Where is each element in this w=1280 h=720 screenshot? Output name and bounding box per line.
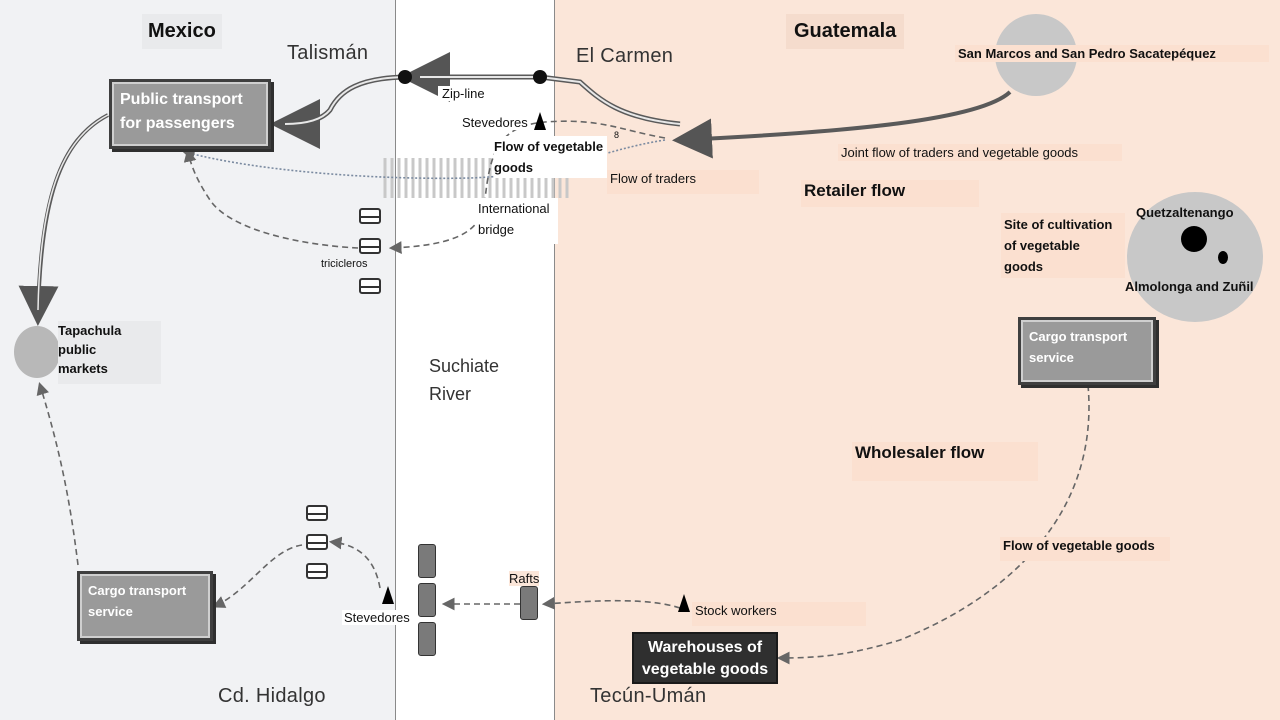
- zip-line-curve-gt: [539, 74, 681, 127]
- triciclero-icon: [359, 208, 381, 224]
- raft-icon: [520, 586, 538, 620]
- suchiate-river-label: Suchiate River: [429, 356, 500, 404]
- tricicleros-to-cargo-mx-arrow: [212, 544, 303, 608]
- stockworkers-to-rafts-arrow: [541, 596, 681, 610]
- triciclero-icon: [306, 505, 328, 521]
- raft-icon: [418, 622, 436, 656]
- tricicleros-to-transport-arrow: [183, 148, 359, 249]
- stevedores-to-tricicleros-bottom-arrow: [328, 536, 381, 589]
- tricicleros-label: tricicleros: [321, 258, 368, 270]
- retailer-flow-label: Retailer flow: [801, 180, 979, 207]
- zip-line-node-mx: [398, 70, 412, 84]
- triciclero-icon: [306, 563, 328, 579]
- public-transport-box: Public transport for passengers: [109, 79, 271, 149]
- rafts-label: Rafts: [509, 571, 540, 586]
- zip-line-curve-mx: [270, 74, 406, 149]
- flow-vegetable-bottom-label: Flow of vegetable goods: [1000, 537, 1170, 561]
- cd-hidalgo-label: Cd. Hidalgo: [218, 685, 326, 707]
- flow-vegetable-top-label: Flow of vegetable goods: [494, 136, 608, 178]
- stock-workers-label: Stock workers: [692, 602, 866, 626]
- stevedore-bottom-marker: [382, 586, 394, 604]
- cargo-transport-box-mx: Cargo transport service: [77, 571, 213, 641]
- warehouses-box: Warehouses of vegetable goods: [632, 632, 778, 684]
- san-marcos-label: San Marcos and San Pedro Sacatepéquez: [955, 45, 1269, 62]
- triciclero-icon: [306, 534, 328, 550]
- tapachula-circle: [14, 326, 60, 378]
- triciclero-icon: [359, 278, 381, 294]
- quetzaltenango-label: Quetzaltenango: [1136, 205, 1234, 220]
- mexico-label: Mexico: [142, 14, 222, 49]
- triciclero-icon: [359, 238, 381, 254]
- zip-line-node-gt: [533, 70, 547, 84]
- raft-icon: [418, 583, 436, 617]
- cargo-to-warehouse-arrow: [776, 384, 1090, 665]
- joint-flow-label: Joint flow of traders and vegetable good…: [838, 144, 1122, 161]
- stevedore-top-marker: [534, 112, 546, 130]
- talisman-label: Talismán: [287, 42, 369, 64]
- stock-worker-marker: [678, 594, 690, 612]
- raft-icon: [418, 544, 436, 578]
- cultivation-site-circle: [1127, 192, 1263, 322]
- almolonga-dot: [1218, 251, 1228, 264]
- tecun-uman-label: Tecún-Umán: [590, 685, 707, 707]
- joint-flow-arrow: [672, 90, 1012, 159]
- stevedores-top-label: Stevedores: [462, 115, 528, 130]
- cargo-mx-to-tapachula-arrow: [36, 381, 79, 566]
- almolonga-label: Almolonga and Zuñil: [1125, 279, 1254, 294]
- el-carmen-label: El Carmen: [576, 45, 674, 67]
- cargo-transport-box-gt: Cargo transport service: [1018, 317, 1156, 385]
- guatemala-label: Guatemala: [786, 14, 905, 49]
- stevedores-bottom-label: Stevedores: [342, 610, 412, 625]
- site-cultivation-label: Site of cultivation of vegetable goods: [1001, 213, 1125, 278]
- tapachula-label: Tapachula public markets: [58, 321, 162, 384]
- zip-line-label: Zip-line: [438, 86, 489, 101]
- international-bridge-label: International bridge: [476, 198, 558, 244]
- small-mark: 8: [614, 130, 620, 140]
- quetzaltenango-dot: [1181, 226, 1207, 252]
- wholesaler-flow-label: Wholesaler flow: [852, 442, 1038, 481]
- flow-traders-label: Flow of traders: [607, 170, 759, 194]
